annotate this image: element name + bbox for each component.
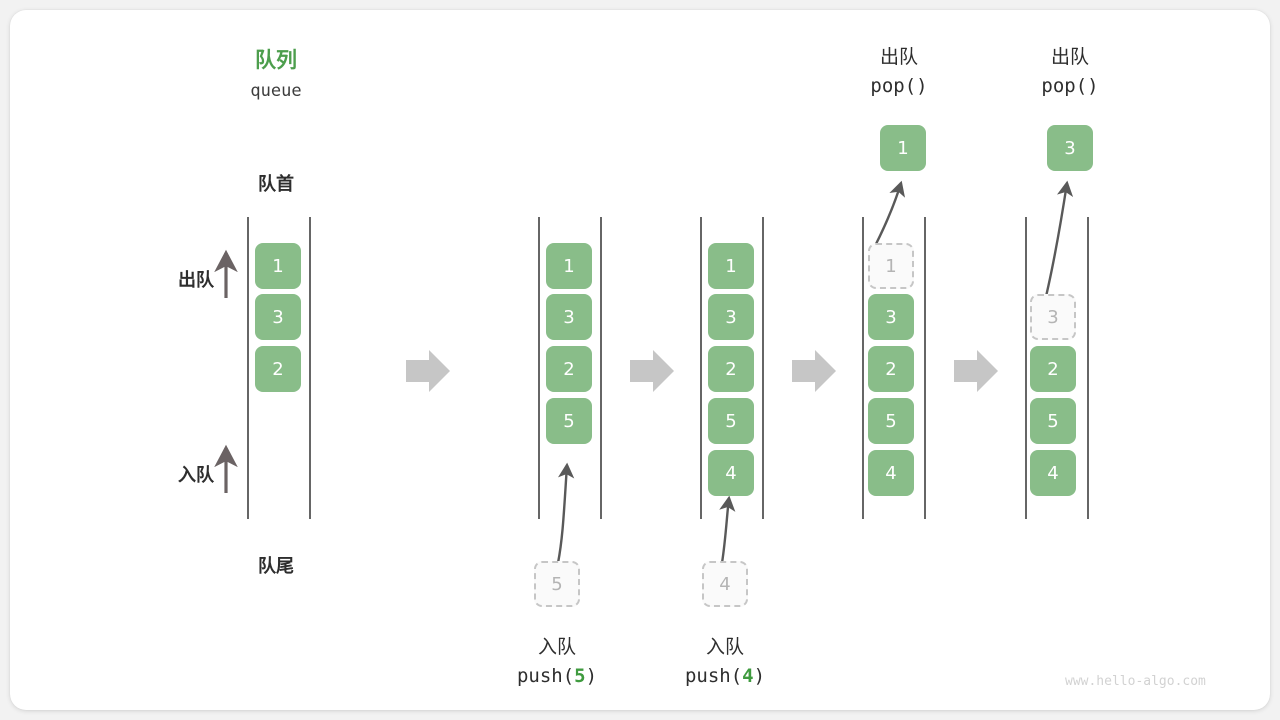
step-arrow-3	[792, 350, 836, 392]
push-4-call-arg: 4	[742, 665, 754, 687]
watermark: www.hello-algo.com	[1065, 674, 1206, 689]
queue-cell: 2	[708, 346, 754, 392]
queue-cell: 2	[255, 346, 301, 392]
step-arrow-4	[954, 350, 998, 392]
queue-cell: 5	[1030, 398, 1076, 444]
outgoing-element-ghost: 1	[868, 243, 914, 289]
diagram-vector-layer	[214, 180, 1089, 564]
queue-cell: 1	[546, 243, 592, 289]
queue-cell: 3	[708, 294, 754, 340]
push-5-call-prefix: push(	[516, 665, 575, 687]
pop-1-op-label: 出队	[879, 46, 918, 68]
queue-cell: 5	[546, 398, 592, 444]
queue-cell: 5	[708, 398, 754, 444]
incoming-element-ghost: 4	[702, 561, 748, 607]
enqueue-direction-label: 入队	[178, 465, 214, 486]
queue-cell: 5	[868, 398, 914, 444]
push-4-arrow	[719, 495, 736, 564]
queue-cell: 1	[708, 243, 754, 289]
step-arrow-1	[406, 350, 450, 392]
queue-cell: 4	[868, 450, 914, 496]
dequeue-direction-label: 出队	[178, 270, 214, 291]
incoming-element-ghost: 5	[534, 561, 580, 607]
popped-element: 3	[1047, 125, 1093, 171]
pop-1-arrow	[874, 180, 906, 245]
push-5-call-suffix: )	[585, 665, 598, 687]
queue-cell: 3	[868, 294, 914, 340]
queue-cell: 2	[1030, 346, 1076, 392]
popped-element: 1	[880, 125, 926, 171]
diagram-title-cn: 队列	[255, 48, 297, 72]
queue-cell: 1	[255, 243, 301, 289]
queue-cell: 4	[1030, 450, 1076, 496]
push-4-op-label: 入队	[705, 636, 744, 658]
pop-1-op-call: pop()	[870, 75, 928, 97]
queue-cell: 3	[255, 294, 301, 340]
queue-rails	[247, 217, 1089, 519]
queue-cell: 3	[546, 294, 592, 340]
queue-front-label: 队首	[258, 174, 294, 195]
push-5-op-label: 入队	[537, 636, 576, 658]
push-5-arrow	[556, 462, 575, 564]
push-4-call-suffix: )	[753, 665, 766, 687]
push-5-call-arg: 5	[574, 665, 586, 687]
queue-cell: 4	[708, 450, 754, 496]
queue-cell: 2	[546, 346, 592, 392]
step-arrow-2	[630, 350, 674, 392]
outgoing-element-ghost: 3	[1030, 294, 1076, 340]
pop-3-op-label: 出队	[1050, 46, 1089, 68]
push-4-op-call: push(4)	[665, 665, 785, 687]
queue-rear-label: 队尾	[258, 556, 294, 577]
push-5-op-call: push(5)	[497, 665, 617, 687]
queue-cell: 2	[868, 346, 914, 392]
diagram-title-en: queue	[250, 81, 302, 101]
pop-3-op-call: pop()	[1041, 75, 1099, 97]
push-4-call-prefix: push(	[684, 665, 743, 687]
diagram-card: 队列 queue 队首 队尾 出队 入队 1 3 2 1 3 2 5 5 入队 …	[10, 10, 1270, 710]
